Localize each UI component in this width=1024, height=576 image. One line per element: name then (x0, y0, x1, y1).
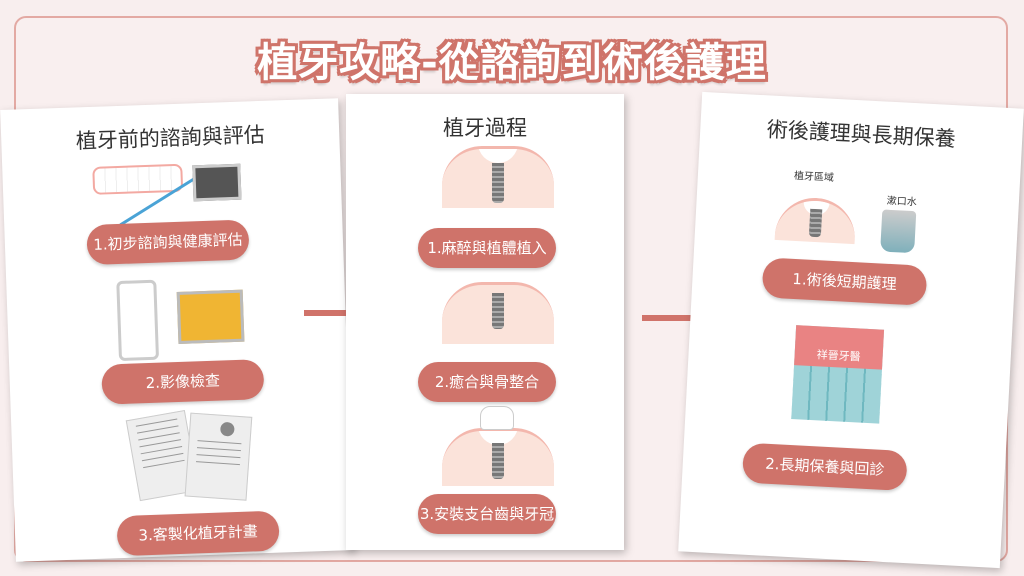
gum-implant-illustration (442, 146, 554, 208)
xray-icon (192, 163, 242, 202)
mouthwash-label: 漱口水 (886, 195, 918, 209)
step-pill: 3.安裝支台齒與牙冠 (418, 494, 556, 534)
dental-xray-image (176, 289, 245, 344)
step-pill: 3.客製化植牙計畫 (116, 510, 280, 557)
step-pill: 2.影像檢查 (101, 359, 265, 405)
step-pill: 1.術後短期護理 (761, 257, 928, 306)
step-pill: 2.癒合與骨整合 (418, 362, 556, 402)
stage-card-procedure: 植牙過程 1.麻醉與植體植入 2.癒合與骨整合 3.安裝支台齒與牙冠 (346, 94, 624, 550)
step-pill: 2.長期保養與回診 (741, 442, 908, 492)
stage-title: 植牙前的諮詢與評估 (75, 122, 266, 154)
crown-illustration (442, 428, 554, 486)
stage-title: 術後護理與長期保養 (766, 117, 957, 152)
step-pill: 1.麻醉與植體植入 (418, 228, 556, 268)
stage-title: 植牙過程 (443, 116, 527, 140)
clinic-building-icon: 祥晉牙醫 (791, 325, 885, 424)
stage-card-aftercare: 術後護理與長期保養 植牙區域 漱口水 1.術後短期護理 祥晉牙醫 2.長期保養與… (678, 91, 1024, 569)
implant-area-label: 植牙區域 (793, 170, 835, 184)
step-pill: 1.初步諮詢與健康評估 (86, 219, 250, 266)
healing-illustration (442, 282, 554, 344)
profile-document-icon (184, 412, 253, 501)
xray-machine-icon (116, 279, 160, 362)
stage-card-consultation: 植牙前的諮詢與評估 1.初步諮詢與健康評估 2.影像檢查 3.客製化植牙計畫 (0, 98, 354, 562)
clinic-sign: 祥晉牙醫 (794, 325, 885, 370)
implant-area-illustration (774, 195, 857, 245)
teeth-illustration (92, 163, 184, 195)
crown-icon (480, 406, 514, 430)
page-title: 植牙攻略-從諮詢到術後護理 (257, 40, 767, 86)
cup-icon (880, 209, 917, 254)
